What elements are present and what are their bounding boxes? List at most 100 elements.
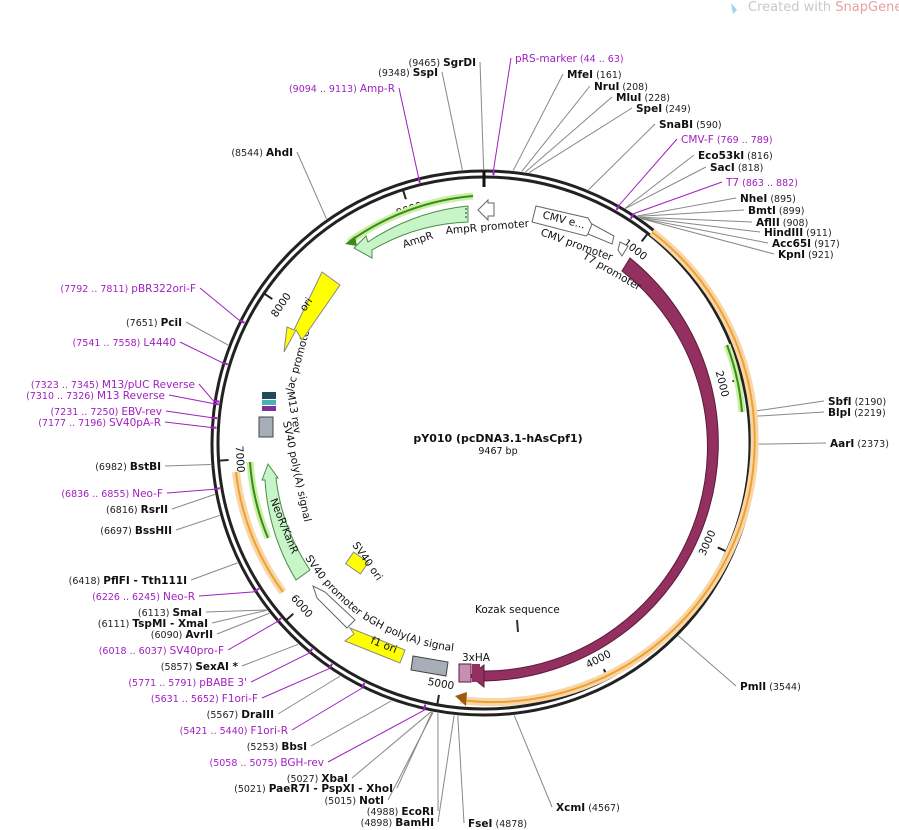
enzyme-label-29: (6090) AvrII (151, 629, 213, 641)
primer-leader-0 (493, 57, 512, 170)
ampr-promoter-feature (477, 198, 495, 222)
primer-site-marker-14 (327, 663, 333, 670)
ha-tag-feature (458, 663, 472, 683)
primer-label-5: (7541 .. 7558) L4440 (73, 337, 176, 349)
plasmid-title: pY010 (pcDNA3.1-hAsCpf1) (413, 432, 582, 445)
plasmid-length: 9467 bp (478, 446, 517, 457)
primer-site-marker-5 (221, 361, 229, 366)
enzyme-leader-3 (521, 85, 591, 172)
enzyme-label-8: SacI (818) (710, 162, 763, 174)
primer-label-7: (7310 .. 7326) M13 Reverse (26, 390, 165, 402)
tick-6000 (285, 613, 294, 622)
enzyme-label-11: AflII (908) (756, 217, 808, 229)
primer-label-2: T7 (863 .. 882) (725, 177, 798, 189)
sv40-polya-label: SV40 poly(A) signal (280, 420, 313, 523)
enzyme-leader-32 (190, 562, 238, 581)
tick-5000 (436, 694, 440, 706)
primer-leader-4 (199, 287, 240, 321)
primer-site-marker-13 (307, 648, 314, 655)
enzyme-leader-33 (175, 514, 220, 531)
tick-3000 (717, 546, 728, 553)
enzyme-leader-1 (441, 71, 463, 170)
tick-label-2000: 2000 (713, 370, 731, 399)
enzyme-leader-26 (310, 700, 392, 747)
sv40-promoter-feature (312, 585, 356, 629)
primer-leader-1 (619, 138, 678, 206)
enzyme-label-1: (9348) SspI (378, 67, 438, 79)
primer-label-14: (5631 .. 5652) F1ori-F (151, 693, 258, 705)
bgh-feature (410, 655, 449, 677)
primer-site-marker-11 (253, 587, 260, 593)
enzyme-label-14: KpnI (921) (778, 249, 834, 261)
enzyme-leader-5 (528, 107, 633, 174)
m13-rev-feature (262, 406, 276, 411)
primer-leader-8 (165, 410, 212, 419)
enzyme-label-7: Eco53kI (816) (698, 150, 773, 162)
ampr-feature (353, 205, 469, 259)
primer-site-marker-1 (615, 204, 621, 211)
enzyme-label-28: (5857) SexAI * (161, 661, 239, 673)
enzyme-label-22: (4988) EcoRI (367, 806, 434, 818)
primer-site-marker-15 (360, 682, 366, 689)
f1-ori-feature (344, 626, 406, 664)
enzyme-label-35: (6982) BstBI (95, 461, 161, 473)
enzyme-leader-16 (756, 411, 825, 417)
enzyme-leader-20 (457, 715, 465, 824)
primer-leader-5 (179, 341, 223, 364)
enzyme-leader-8 (625, 166, 707, 209)
primer-site-marker-3 (417, 176, 421, 184)
enzyme-leader-35 (164, 463, 211, 467)
primer-label-12: (6018 .. 6037) SV40pro-F (99, 645, 224, 657)
kozak-marker (516, 619, 519, 633)
watermark-prefix: Created with (748, 0, 835, 15)
primer-label-0: pRS-marker (44 .. 63) (515, 53, 624, 65)
primer-site-marker-12 (275, 617, 282, 623)
leader-lines (164, 57, 827, 824)
ori-feature (283, 271, 341, 353)
enzyme-leader-18 (678, 635, 737, 687)
lac-operator-feature (262, 400, 276, 405)
primer-leader-10 (166, 488, 214, 494)
enzyme-label-32: (6418) PflFI - Tth111I (69, 575, 187, 587)
enzyme-leader-25 (351, 711, 432, 779)
enzyme-label-5: SpeI (249) (636, 103, 691, 115)
enzyme-leader-9 (637, 197, 737, 217)
tick-8000 (263, 292, 273, 300)
enzyme-label-27: (5567) DraIII (207, 709, 274, 721)
enzyme-label-9: NheI (895) (740, 193, 796, 205)
enzyme-label-31: (6113) SmaI (138, 607, 202, 619)
tick-label-7000: 7000 (233, 446, 247, 473)
enzyme-label-17: AarI (2373) (830, 438, 889, 450)
enzyme-label-3: NruI (208) (594, 81, 648, 93)
primer-label-1: CMV-F (769 .. 789) (681, 134, 773, 146)
primer-site-marker-6 (213, 399, 220, 403)
enzyme-leader-31 (205, 609, 267, 613)
enzyme-leader-19 (513, 715, 553, 808)
primer-site-marker-2 (629, 213, 635, 220)
tick-7000 (218, 459, 229, 462)
primer-leader-3 (398, 87, 419, 178)
tick-label-5000: 5000 (427, 676, 455, 693)
enzyme-label-18: PmlI (3544) (740, 681, 801, 693)
tick-label-6000: 6000 (288, 592, 315, 620)
primer-label-13: (5771 .. 5791) pBABE 3' (128, 677, 247, 689)
enzyme-label-24: (5021) PaeR7I - PspXI - XhoI (234, 783, 393, 795)
enzyme-leader-28 (241, 643, 299, 667)
primer-leader-7 (168, 394, 213, 405)
primer-site-marker-8 (211, 416, 218, 420)
enzyme-leader-27 (277, 675, 341, 715)
watermark: Created with SnapGene® (731, 0, 899, 15)
kozak-label: Kozak sequence (475, 604, 560, 616)
enzyme-leader-36 (185, 321, 229, 346)
green-band-right-core (726, 344, 743, 413)
enzyme-label-2: MfeI (161) (567, 69, 622, 81)
enzyme-label-13: Acc65I (917) (772, 238, 840, 250)
enzyme-leader-11 (639, 216, 753, 223)
primer-label-15: (5421 .. 5440) F1ori-R (180, 725, 288, 737)
green-band-left-core (249, 461, 269, 539)
enzyme-label-15: SbfI (2190) (828, 396, 886, 408)
enzyme-leader-14 (641, 218, 775, 255)
enzyme-label-0: (9465) SgrDI (408, 57, 476, 69)
tick-label-8000: 8000 (269, 291, 294, 320)
enzyme-label-6: SnaBI (590) (659, 119, 722, 131)
